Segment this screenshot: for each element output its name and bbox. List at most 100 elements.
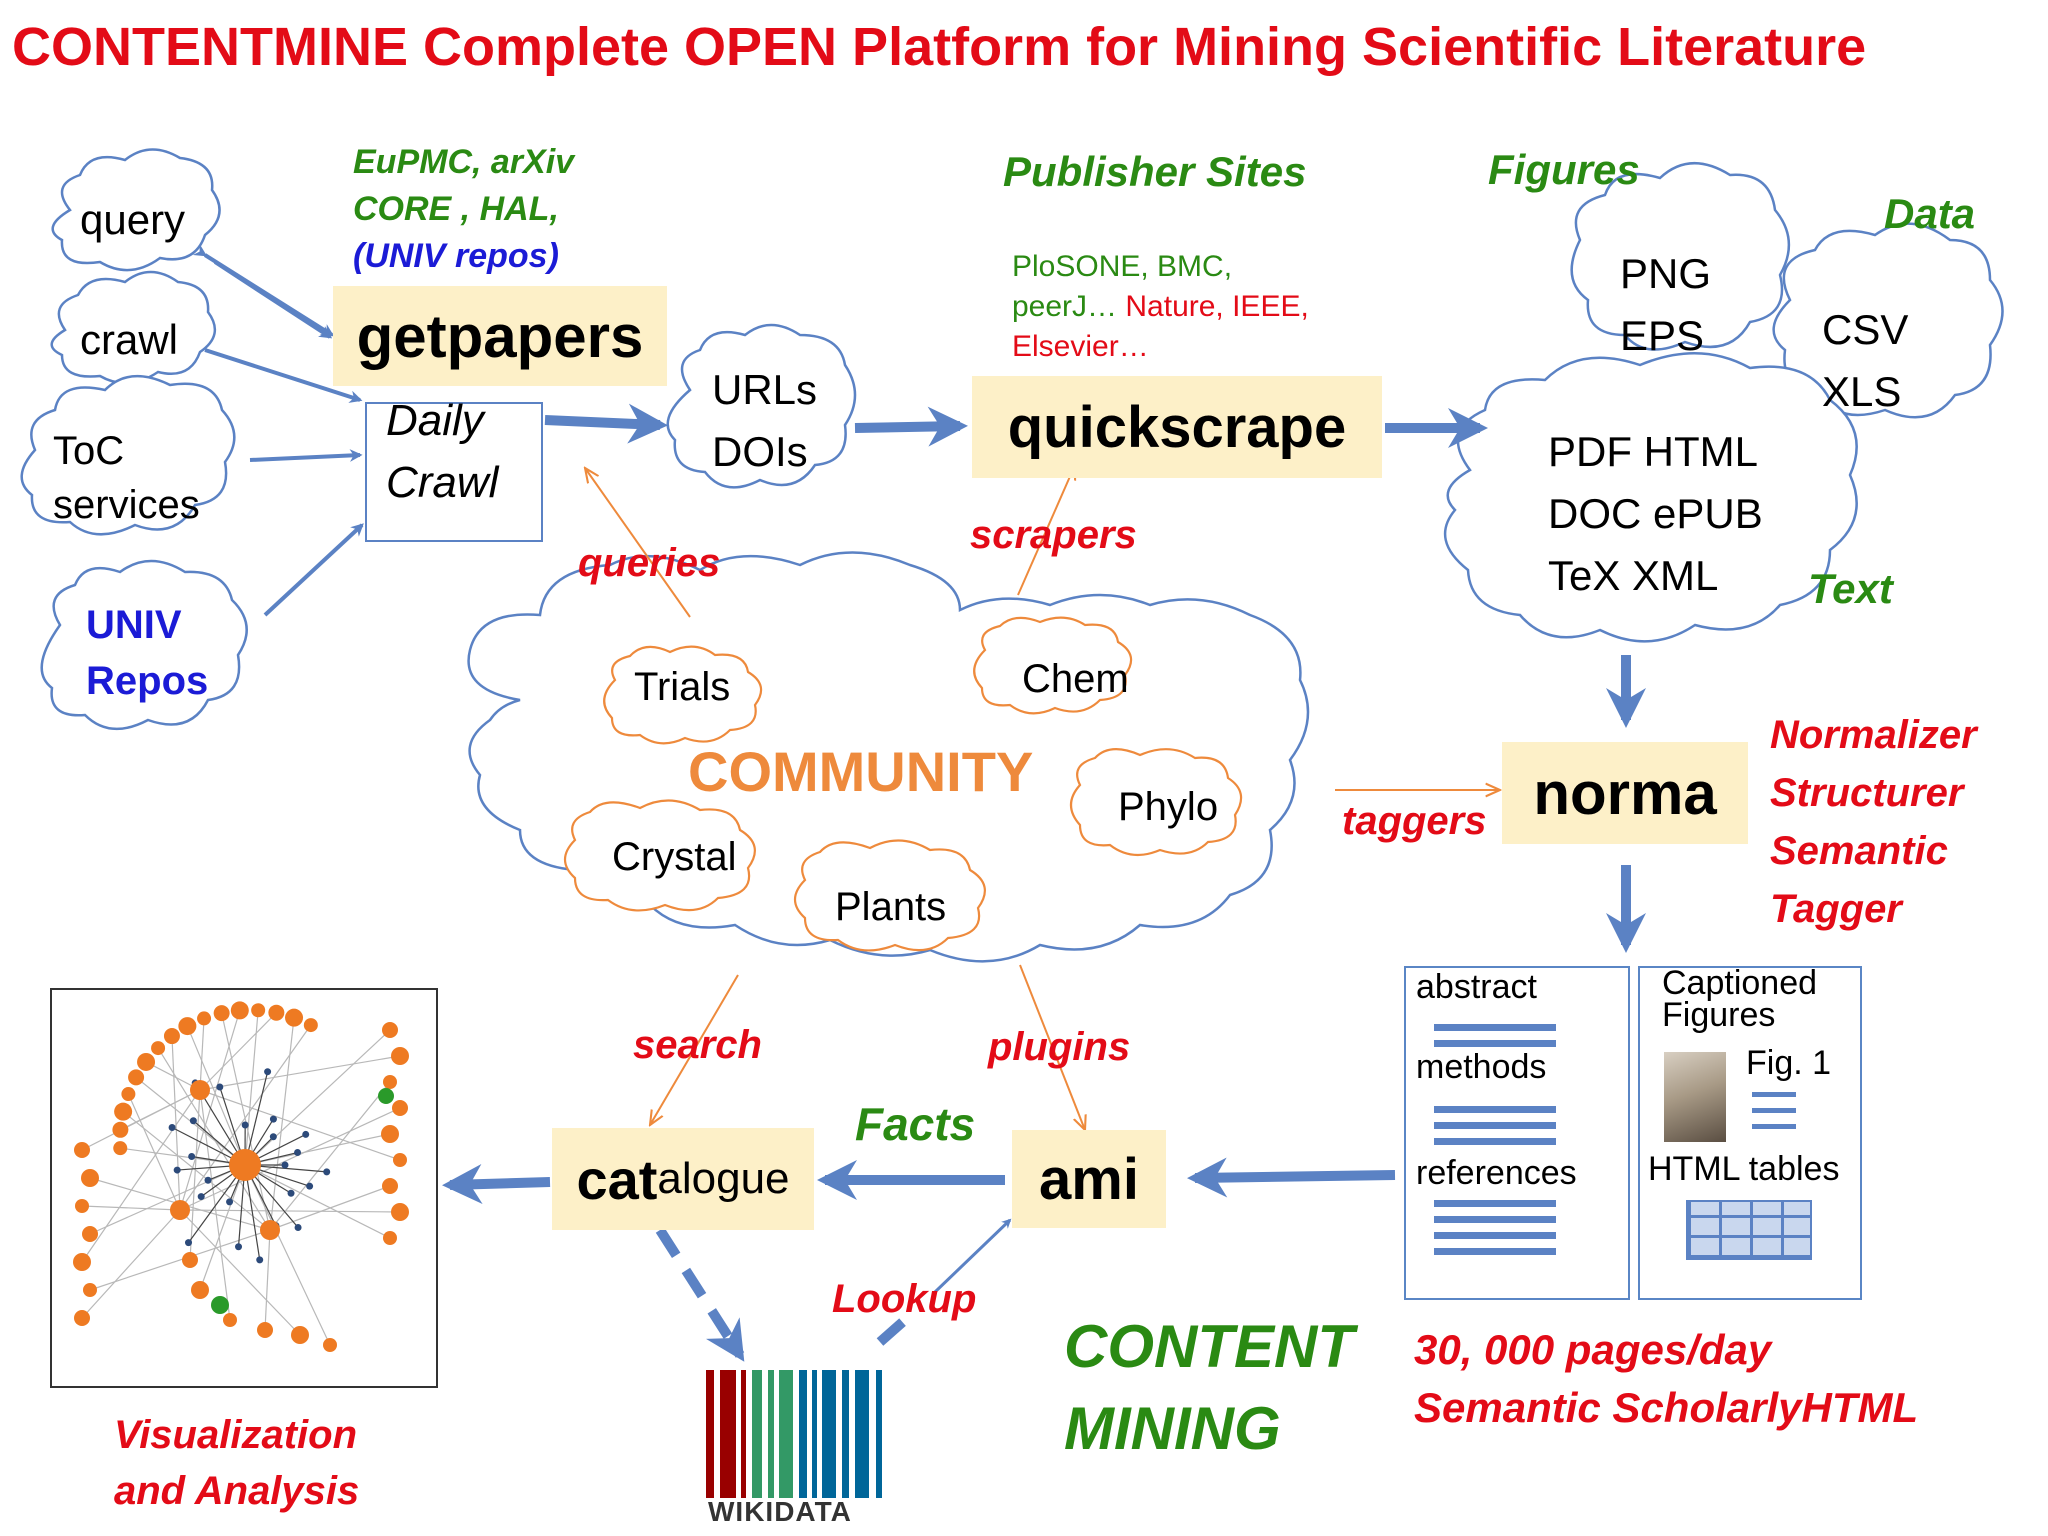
query-label: query <box>80 196 186 243</box>
getpapers-box: getpapers <box>333 286 667 386</box>
network-edge <box>244 1010 259 1166</box>
network-node <box>114 1102 133 1121</box>
publisher-line1: PloSONE, BMC, <box>1012 250 1233 283</box>
figures-heading: Figures <box>1488 146 1640 193</box>
network-edge <box>244 1029 391 1166</box>
network-node <box>151 1041 166 1056</box>
network-node <box>223 1313 237 1327</box>
repositories-line1: EuPMC, arXiv <box>353 143 575 181</box>
network-node <box>264 1068 272 1076</box>
network-node <box>241 1121 249 1129</box>
network-node <box>197 1011 212 1026</box>
visualization-line2: and Analysis <box>114 1469 360 1513</box>
network-node <box>306 1182 314 1190</box>
content-mining-line2: MINING <box>1064 1395 1281 1462</box>
network-node <box>392 1100 408 1116</box>
univ-label-line1: UNIV <box>86 603 182 647</box>
network-node <box>73 1253 91 1271</box>
toc-label-line1: ToC <box>53 429 125 473</box>
text-format-3: TeX XML <box>1548 552 1719 599</box>
network-node <box>185 1239 193 1247</box>
repositories-line3: (UNIV repos) <box>353 237 559 275</box>
figures-cloud <box>1570 162 1791 351</box>
network-node <box>189 1117 197 1125</box>
wikidata-label: WIKIDATA <box>708 1496 852 1527</box>
network-node <box>74 1310 90 1326</box>
norma-label: norma <box>1533 759 1717 827</box>
network-edge <box>199 1012 277 1091</box>
urls-label: URLs <box>712 366 818 413</box>
network-edge <box>269 1017 295 1231</box>
community-label: COMMUNITY <box>688 740 1034 803</box>
norma-box: norma <box>1502 742 1748 844</box>
network-edge <box>145 1061 201 1091</box>
visualization-frame <box>50 988 438 1388</box>
network-node <box>383 1075 397 1089</box>
figure-thumbnail <box>1664 1052 1726 1142</box>
network-edge <box>179 1010 241 1211</box>
crystal-cloud <box>563 799 756 912</box>
network-node <box>112 1121 129 1138</box>
search-label: search <box>633 1023 762 1067</box>
phylo-label: Phylo <box>1118 785 1219 829</box>
network-edge <box>81 1089 201 1263</box>
network-edge <box>81 1089 201 1151</box>
network-node <box>391 1047 409 1065</box>
captioned-line2: Figures <box>1662 996 1776 1034</box>
network-node <box>287 1189 295 1197</box>
network-node <box>294 1224 302 1232</box>
network-node <box>269 1115 277 1123</box>
network-node <box>121 1087 136 1102</box>
network-hub <box>170 1200 190 1220</box>
quickscrape-label: quickscrape <box>1007 394 1347 460</box>
network-edge <box>264 1229 271 1331</box>
data-format-1: CSV <box>1822 306 1909 353</box>
network-edge <box>171 1036 181 1211</box>
ami-box: ami <box>1012 1130 1166 1228</box>
publisher-line2: peerJ… Nature, IEEE, <box>1012 290 1309 325</box>
network-node <box>173 1166 181 1174</box>
network-node <box>182 1252 198 1268</box>
trials-label: Trials <box>634 665 731 709</box>
text-format-1: PDF HTML <box>1548 428 1758 475</box>
network-edge <box>189 1089 201 1261</box>
catalogue-label-rest: alogue <box>657 1154 790 1203</box>
network-node <box>188 1152 196 1160</box>
network-edge <box>244 1164 391 1239</box>
throughput-line2: Semantic ScholarlyHTML <box>1414 1384 1919 1431</box>
network-node <box>82 1226 98 1242</box>
network-node <box>211 1296 229 1314</box>
network-edge <box>81 1209 181 1319</box>
taggers-label: taggers <box>1342 799 1487 843</box>
network-node <box>393 1153 407 1167</box>
network-node <box>230 1001 249 1020</box>
norma-role-semantic: Semantic <box>1770 829 1948 873</box>
chem-cloud <box>973 616 1133 715</box>
network-hub <box>260 1220 280 1240</box>
network-node <box>281 1161 289 1169</box>
network-node <box>168 1123 176 1131</box>
html-tables-label: HTML tables <box>1648 1150 1840 1188</box>
visualization-line1: Visualization <box>114 1413 358 1457</box>
figure-format-1: PNG <box>1620 250 1712 297</box>
network-node <box>294 1149 302 1157</box>
network-node <box>216 1083 224 1091</box>
network-edge <box>199 1018 205 1091</box>
network-hub <box>190 1080 210 1100</box>
network-node <box>113 1141 128 1156</box>
network-node <box>75 1199 89 1213</box>
norma-role-tagger: Tagger <box>1770 887 1902 931</box>
captioned-line1: Captioned <box>1662 964 1818 1002</box>
network-node <box>391 1203 409 1221</box>
network-node <box>382 1022 398 1038</box>
network-node <box>285 1008 304 1027</box>
crawl-label: crawl <box>80 316 179 363</box>
network-visualization <box>73 1001 409 1352</box>
data-heading: Data <box>1884 190 1976 237</box>
data-format-2: XLS <box>1822 368 1902 415</box>
network-node <box>251 1003 266 1018</box>
network-node <box>302 1130 310 1138</box>
figure-format-2: EPS <box>1620 312 1705 359</box>
